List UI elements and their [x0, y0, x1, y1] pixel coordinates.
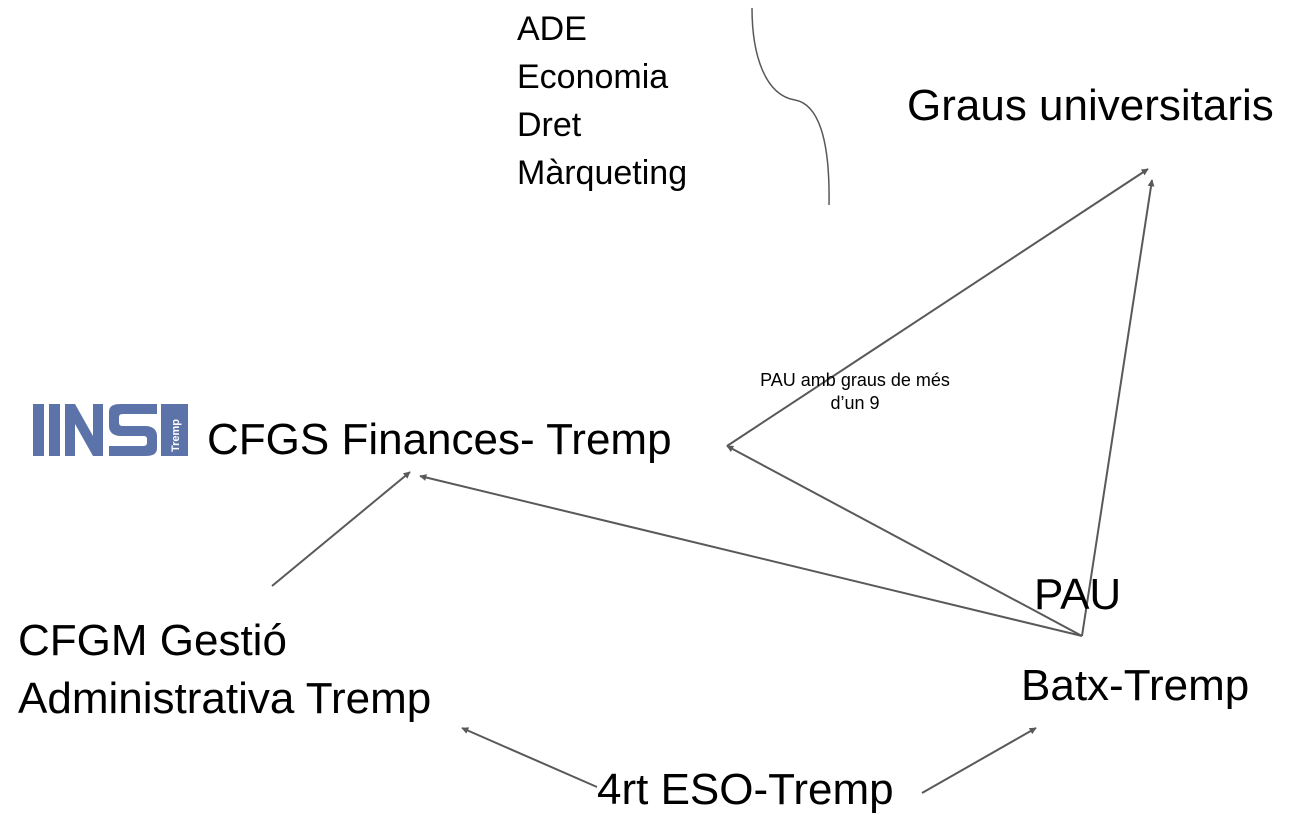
node-pau: PAU: [1034, 570, 1122, 619]
arrow-cfgs-to-graus: [726, 168, 1149, 447]
cfgm-line-1: CFGM Gestió: [18, 616, 287, 665]
degree-item-economia: Economia: [517, 58, 669, 96]
node-cfgs-finances: CFGS Finances- Tremp: [207, 415, 672, 464]
arrow-eso-to-cfgm: [461, 727, 598, 788]
node-graus-universitaris: Graus universitaris: [907, 81, 1274, 130]
degree-item-dret: Dret: [517, 106, 582, 144]
node-batx-tremp: Batx-Tremp: [1021, 661, 1250, 710]
arrow-batx-to-cfgs-right: [726, 445, 1083, 637]
annotation-pau-grades: PAU amb graus de més d’un 9: [715, 369, 995, 415]
ins-tremp-logo: Tremp: [33, 404, 188, 456]
degree-brace: [751, 7, 830, 206]
arrow-batx-to-cfgs-left: [419, 474, 1083, 637]
arrow-batx-to-graus: [1081, 179, 1155, 637]
degree-list: ADE Economia Dret Màrqueting: [517, 5, 687, 197]
annotation-line-2: d’un 9: [830, 393, 880, 413]
node-cfgm-gestio: CFGM Gestió Administrativa Tremp: [18, 612, 431, 728]
logo-subtext: Tremp: [170, 419, 182, 452]
arrow-eso-to-batx: [921, 727, 1037, 794]
cfgm-line-2: Administrativa Tremp: [18, 674, 432, 723]
annotation-line-1: PAU amb graus de més: [760, 370, 950, 390]
arrow-cfgm-to-cfgs: [271, 471, 411, 587]
degree-item-ade: ADE: [517, 10, 587, 48]
node-4rt-eso: 4rt ESO-Tremp: [597, 765, 894, 814]
degree-item-marqueting: Màrqueting: [517, 154, 688, 192]
